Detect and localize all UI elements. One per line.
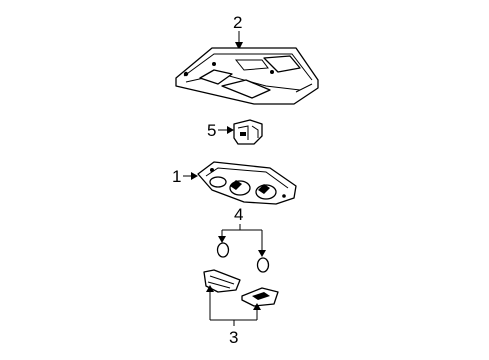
bulb-left: [216, 242, 230, 258]
callout-2: 2: [233, 13, 242, 32]
callout-5: 5: [207, 121, 216, 140]
switch-bracket: [233, 119, 263, 145]
callout-1: 1: [172, 167, 181, 186]
console-lamp-assembly: [197, 161, 297, 205]
lens-right: [241, 287, 279, 307]
callout-4: 4: [234, 205, 243, 224]
leader-bracket-3: [206, 285, 261, 326]
callout-3: 3: [229, 328, 238, 347]
leader-arrow-5: [227, 126, 234, 134]
lens-left: [203, 269, 241, 293]
leader-arrow-2: [235, 42, 243, 50]
leader-arrow-1: [191, 172, 198, 180]
overhead-console-housing: [175, 47, 319, 105]
leader-bracket-4: [218, 224, 266, 257]
bulb-right: [256, 257, 270, 273]
